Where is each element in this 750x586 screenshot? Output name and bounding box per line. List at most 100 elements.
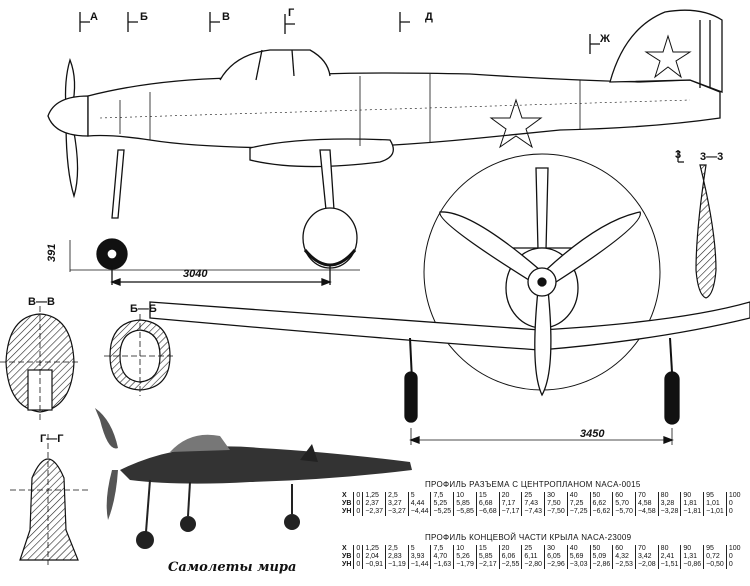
profile-row-label: УН <box>342 561 352 568</box>
section-markers <box>79 12 600 54</box>
wing-section-3-3 <box>677 150 717 299</box>
section-label-g: Г <box>288 7 295 19</box>
profile-cell: 50 <box>589 492 613 500</box>
profile-cell: 2,04 <box>362 553 386 561</box>
profile-cell: 2,83 <box>385 553 409 561</box>
profile-cell: −7,43 <box>521 508 545 516</box>
profile-cell: −7,50 <box>544 508 568 516</box>
profile-cell: 90 <box>680 492 704 500</box>
profile-cell: 7,5 <box>430 492 454 500</box>
nose-height-dimension: 391 <box>46 244 58 262</box>
profile-row-label: УВ <box>342 553 352 560</box>
profile-tip-title: ПРОФИЛЬ КОНЦЕВОЙ ЧАСТИ КРЫЛА NACA-23009 <box>425 533 632 542</box>
profile-cell: 6,68 <box>475 500 500 508</box>
profile-cell: −2,37 <box>362 508 386 516</box>
profile-cell: −5,85 <box>453 508 477 516</box>
profile-cell: 20 <box>498 492 522 500</box>
profile-cell: 0 <box>725 553 743 561</box>
profile-cell: 5,25 <box>430 500 454 508</box>
profile-cell: 100 <box>725 492 743 500</box>
section-label-d: Д <box>425 11 433 23</box>
profile-cell: 0 <box>353 500 363 508</box>
profile-cell: 10 <box>453 545 477 553</box>
profile-cell: 90 <box>680 545 704 553</box>
profile-cell: 60 <box>612 545 636 553</box>
profile-cell: 0 <box>353 553 363 561</box>
profile-cell: 7,5 <box>430 545 454 553</box>
profile-cell: 1,81 <box>680 500 704 508</box>
profile-row-label: УН <box>342 508 352 515</box>
profile-cell: −4,44 <box>407 508 431 516</box>
profile-cell: −5,70 <box>612 508 636 516</box>
profile-cell: 1,01 <box>703 500 727 508</box>
tail-fin <box>609 9 723 93</box>
profile-cell: 7,17 <box>498 500 522 508</box>
profile-cell: 5 <box>407 492 431 500</box>
profile-cell: −2,53 <box>612 561 636 569</box>
profile-cell: −3,27 <box>385 508 409 516</box>
profile-cell: 30 <box>544 545 568 553</box>
profile-cell: 7,50 <box>544 500 568 508</box>
profile-cell: 4,44 <box>407 500 431 508</box>
profile-cell: 10 <box>453 492 477 500</box>
fuselage-star <box>489 98 543 149</box>
profile-cell: 50 <box>589 545 613 553</box>
profile-cell: 80 <box>657 492 681 500</box>
profile-cell: −2,17 <box>475 561 500 569</box>
profile-cell: 80 <box>657 545 681 553</box>
propeller-blade-bottom <box>65 121 79 199</box>
profile-cell: −1,51 <box>657 561 681 569</box>
profile-cell: 7,43 <box>521 500 545 508</box>
profile-cell: 6,62 <box>589 500 613 508</box>
profile-cell: 3,42 <box>634 553 659 561</box>
cross-section-v-v <box>0 306 80 420</box>
profile-cell: −1,19 <box>385 561 409 569</box>
profile-cell: 25 <box>521 545 545 553</box>
profile-row-label: УВ <box>342 500 352 507</box>
profile-cell: 0 <box>353 545 363 553</box>
side-view <box>47 9 723 286</box>
profile-cell: 2,37 <box>362 500 386 508</box>
profile-cell: −6,62 <box>589 508 613 516</box>
profile-cell: 4,58 <box>634 500 659 508</box>
canopy <box>219 49 331 81</box>
spinner <box>47 95 89 137</box>
profile-cell: 70 <box>634 545 659 553</box>
profile-cell: 4,70 <box>430 553 454 561</box>
profile-cell: 6,11 <box>521 553 545 561</box>
profile-cell: 0 <box>725 508 743 516</box>
profile-cell: −2,86 <box>589 561 613 569</box>
front-left-wheel <box>404 371 418 423</box>
profile-cell: −1,01 <box>703 508 727 516</box>
profile-cell: 5,26 <box>453 553 477 561</box>
front-propeller-blade-3 <box>534 289 552 397</box>
profile-cell: 30 <box>544 492 568 500</box>
front-propeller-blade-2 <box>545 211 641 283</box>
profile-cell: −0,50 <box>703 561 727 569</box>
profile-cell: −0,91 <box>362 561 386 569</box>
track-dimension: 3450 <box>580 428 605 440</box>
profile-cell: 0 <box>725 561 743 569</box>
profile-cell: −0,86 <box>680 561 704 569</box>
profile-cell: 5,85 <box>475 553 500 561</box>
profile-cell: −1,63 <box>430 561 454 569</box>
profile-cell: 0,72 <box>703 553 727 561</box>
profile-cell: 40 <box>566 492 591 500</box>
profile-cell: 1,25 <box>362 492 386 500</box>
aircraft-photo <box>95 408 412 549</box>
profile-cell: 1,31 <box>680 553 704 561</box>
profile-cell: 6,05 <box>544 553 568 561</box>
profile-cell: −5,25 <box>430 508 454 516</box>
section-title-b-b: Б—Б <box>130 303 157 315</box>
profile-cell: −3,28 <box>657 508 681 516</box>
profile-cell: 3,27 <box>385 500 409 508</box>
profile-cell: 5,70 <box>612 500 636 508</box>
profile-cell: 0 <box>353 492 363 500</box>
profile-cell: 40 <box>566 545 591 553</box>
front-right-wheel <box>664 371 680 425</box>
profile-cell: 0 <box>353 561 363 569</box>
